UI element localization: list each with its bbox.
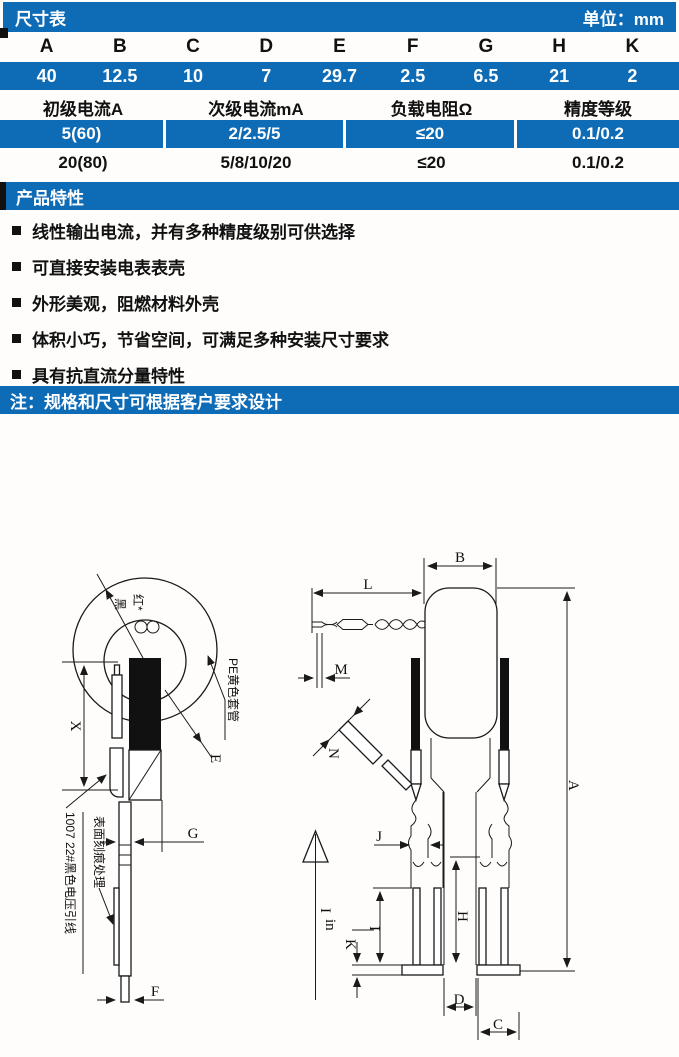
bullet-square-icon	[12, 261, 21, 271]
features-list: 线性输出电流，并有多种精度级别可供选择 可直接安装电表表壳 外形美观，阻燃材料外…	[10, 212, 673, 392]
feature-item: 外形美观，阻燃材料外壳	[10, 284, 673, 320]
dim-label-f: F	[151, 984, 159, 1000]
dim-label-b: B	[455, 550, 465, 566]
feature-item: 体积小巧，节省空间，可满足多种安装尺寸要求	[10, 320, 673, 356]
dim-col-header: A	[39, 36, 54, 57]
note-text: 注：规格和尺寸可根据客户要求设计	[10, 392, 282, 412]
dimension-table-title: 尺寸表	[15, 9, 66, 29]
dim-label-i: I	[366, 926, 382, 931]
voltage-lead-note: 1007 22#黑色电压引线	[63, 812, 77, 934]
surface-treatment-note: 表面刻痕处理	[92, 816, 107, 888]
dim-col-header: K	[625, 36, 640, 57]
dim-label-l: L	[363, 577, 372, 593]
bullet-square-icon	[12, 369, 21, 379]
dim-col-header: G	[478, 36, 494, 57]
wire-color-red-label: 红*	[131, 594, 146, 611]
spec-cell: 0.1/0.2	[572, 124, 624, 143]
feature-item: 可直接安装电表表壳	[10, 248, 673, 284]
wire-color-black-label: 黑	[113, 598, 127, 610]
spec-col-header: 负载电阻Ω	[390, 99, 473, 119]
spec-col-header: 精度等级	[564, 99, 632, 119]
dim-value: 12.5	[102, 66, 138, 86]
dim-label-h: H	[454, 911, 470, 922]
spec-cell: 0.1/0.2	[572, 153, 624, 172]
dim-col-header: F	[406, 36, 419, 57]
iin-current-label: I	[317, 908, 333, 913]
features-bar-stripe	[0, 182, 6, 210]
dim-label-e: E	[207, 754, 223, 763]
side-profile-view: N B L A M J H I K	[298, 550, 581, 1040]
dim-col-header: H	[552, 36, 566, 57]
dim-col-header: C	[186, 36, 200, 57]
dimension-value-row: 40 12.5 10 7 29.7 2.5 6.5 21 2	[0, 62, 679, 90]
dim-label-d: D	[454, 992, 465, 1008]
dimension-table-header-bar: 尺寸表 单位：mm	[3, 2, 676, 32]
spec-cell: 20(80)	[58, 153, 108, 172]
dim-label-g: G	[188, 826, 199, 842]
dim-value: 40	[36, 66, 57, 86]
feature-text: 外形美观，阻燃材料外壳	[32, 294, 219, 314]
spec-col-header: 初级电流A	[42, 99, 124, 119]
dim-label-x: X	[67, 721, 83, 732]
dim-col-header: B	[112, 36, 127, 57]
dim-label-a: A	[565, 780, 581, 791]
iin-current-subscript: in	[322, 919, 338, 931]
dim-label-j: J	[376, 829, 382, 845]
dim-value: 29.7	[321, 66, 357, 86]
dim-value: 21	[549, 66, 570, 86]
spec-cell: 5/8/10/20	[220, 153, 292, 172]
spec-table-row: 5(60) 2/2.5/5 ≤20 0.1/0.2	[0, 120, 679, 148]
dim-label-m: M	[334, 662, 347, 678]
features-title: 产品特性	[16, 188, 84, 208]
spec-cell: 5(60)	[0, 120, 166, 148]
unit-label: 单位：mm	[582, 9, 664, 29]
spec-cell: ≤20	[417, 153, 446, 172]
dim-value: 2	[627, 66, 638, 86]
feature-text: 体积小巧，节省空间，可满足多种安装尺寸要求	[32, 330, 389, 350]
dim-value: 7	[261, 66, 272, 86]
header-bar-notch	[0, 28, 8, 38]
dim-value: 2.5	[400, 66, 426, 86]
feature-text: 可直接安装电表表壳	[32, 258, 185, 278]
bullet-square-icon	[12, 333, 21, 343]
spec-table-row: 20(80) 5/8/10/20 ≤20 0.1/0.2	[0, 148, 679, 178]
pe-sleeve-label: PE黄色套管	[226, 658, 241, 722]
dim-label-k: K	[342, 939, 358, 950]
spec-col-header: 次级电流mA	[208, 99, 304, 119]
bullet-square-icon	[12, 297, 21, 307]
dim-col-header: D	[259, 36, 274, 57]
technical-drawing: X 红* 黑 PE黄色套管 E G F 1007 22#黑色电压引线 表面刻痕处…	[62, 550, 581, 1040]
features-header-bar: 产品特性	[0, 182, 679, 210]
feature-item: 线性输出电流，并有多种精度级别可供选择	[10, 212, 673, 248]
dimension-letter-row: A B C D E F G H K	[0, 32, 679, 62]
dim-value: 6.5	[473, 66, 499, 86]
note-bar: 注：规格和尺寸可根据客户要求设计	[0, 386, 679, 414]
dim-value: 10	[183, 66, 204, 86]
spec-table-header-row: 初级电流A 次级电流mA 负载电阻Ω 精度等级	[0, 94, 679, 120]
feature-text: 具有抗直流分量特性	[32, 366, 185, 386]
dim-label-n: N	[325, 748, 341, 759]
feature-item: 具有抗直流分量特性	[10, 356, 673, 392]
spec-cell: 2/2.5/5	[166, 120, 346, 148]
dim-label-c: C	[493, 1017, 503, 1033]
toroid-front-view: X 红* 黑 PE黄色套管 E G F 1007 22#黑色电压引线 表面刻痕处…	[62, 573, 241, 1004]
bullet-square-icon	[12, 225, 21, 235]
spec-cell: ≤20	[346, 120, 517, 148]
dim-col-header: E	[333, 36, 346, 57]
feature-text: 线性输出电流，并有多种精度级别可供选择	[32, 222, 355, 242]
